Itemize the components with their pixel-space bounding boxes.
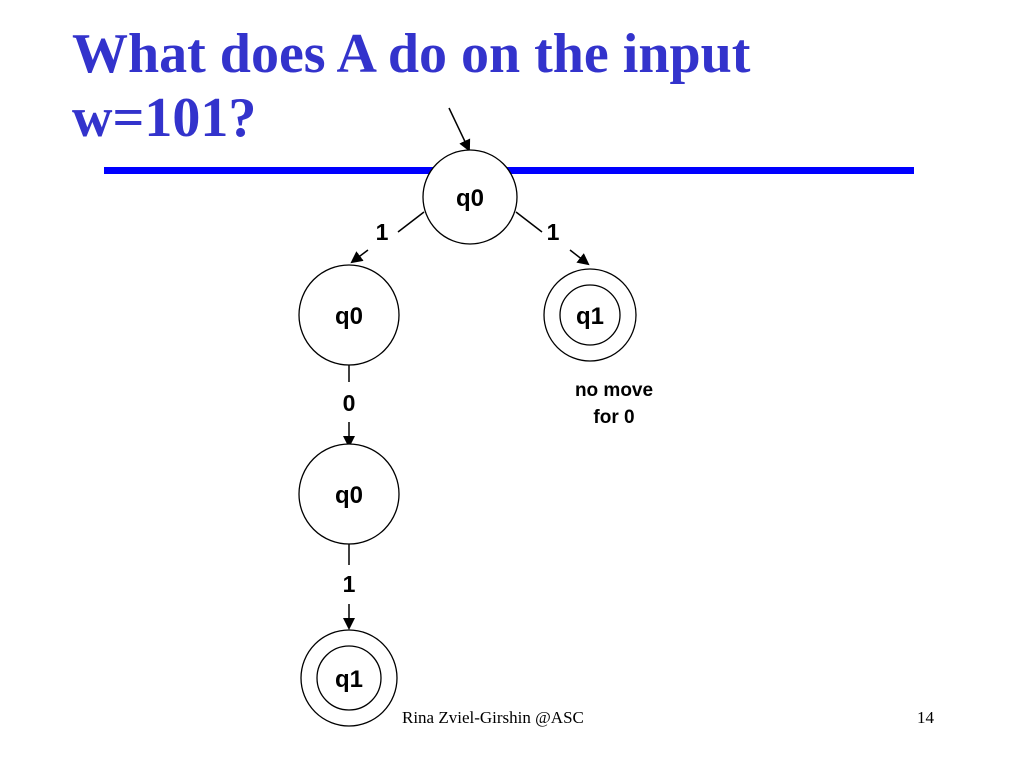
start-arrow xyxy=(448,107,471,152)
edge-label-left1-left2: 0 xyxy=(343,390,356,416)
state-root-label: q0 xyxy=(456,185,484,212)
title-line-1: What does A do on the input xyxy=(72,23,751,85)
edge-label-root-right1: 1 xyxy=(547,219,560,245)
footer-page-number: 14 xyxy=(917,708,934,727)
state-left2-label: q0 xyxy=(335,482,363,509)
edge-label-root-left1: 1 xyxy=(376,219,389,245)
state-left2: q0 xyxy=(298,443,400,545)
title-line-2: w=101? xyxy=(72,87,257,149)
note-line-1: no move xyxy=(575,380,653,401)
state-left1-label: q0 xyxy=(335,303,363,330)
edge-root-to-left1-arrow xyxy=(350,249,369,264)
footer-author: Rina Zviel-Girshin @ASC xyxy=(402,708,584,727)
state-root: q0 xyxy=(422,149,518,245)
state-right1-accepting: q1 xyxy=(543,268,637,362)
state-right1-label: q1 xyxy=(576,303,604,330)
edge-root-to-right1 xyxy=(515,211,543,233)
state-left3-accepting: q1 xyxy=(300,629,398,727)
slide-title: What does A do on the input w=101? xyxy=(72,22,750,150)
edge-root-to-left1 xyxy=(397,211,425,233)
state-left3-label: q1 xyxy=(335,666,363,693)
note-line-2: for 0 xyxy=(593,407,634,428)
edge-root-to-right1-arrow xyxy=(569,249,590,266)
edge-label-left2-left3: 1 xyxy=(343,571,356,597)
state-left1: q0 xyxy=(298,264,400,366)
